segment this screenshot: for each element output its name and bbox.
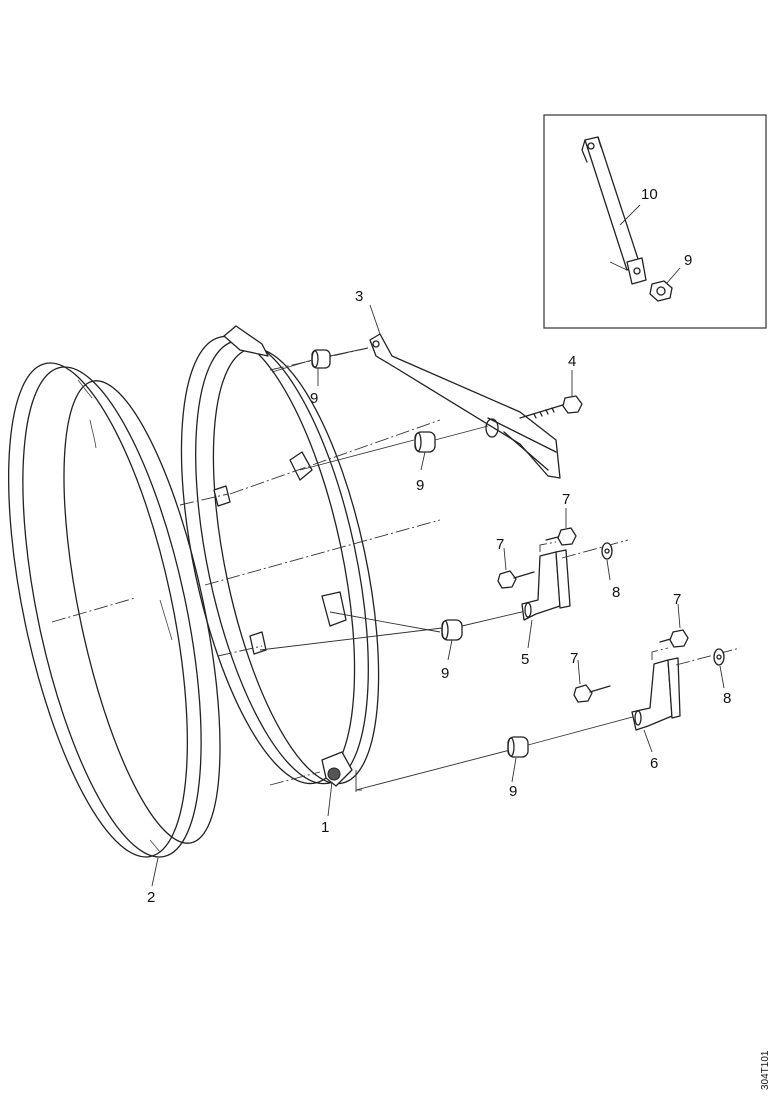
callout-3: 3 <box>355 288 363 305</box>
nut-part-8-a <box>561 539 629 560</box>
callout-9-b: 9 <box>416 477 424 494</box>
bracket-part-6 <box>631 647 681 731</box>
front-rim-ring-part-2 <box>7 362 221 858</box>
callout-8-a: 8 <box>612 584 620 601</box>
spacer-part-9-c <box>259 609 531 651</box>
callout-2: 2 <box>147 889 155 906</box>
spacer-part-9-d <box>355 715 637 791</box>
callout-7-a: 7 <box>562 491 570 508</box>
detail-inset: 10 9 <box>543 114 767 329</box>
callout-7-d: 7 <box>570 650 578 667</box>
bolt-part-4 <box>519 395 583 419</box>
callout-9-d: 9 <box>509 783 517 800</box>
callout-4: 4 <box>568 353 576 370</box>
reference-code: 304T101 <box>760 1050 771 1090</box>
bracket-part-5 <box>521 541 571 621</box>
callout-1: 1 <box>321 819 329 836</box>
callout-7-c: 7 <box>673 591 681 608</box>
callout-8-b: 8 <box>723 690 731 707</box>
callout-9-a: 9 <box>310 390 318 407</box>
screw-part-7-d <box>573 684 611 703</box>
inset-nut-part-9 <box>649 280 673 302</box>
callout-6: 6 <box>650 755 658 772</box>
callout-9-inset: 9 <box>684 252 692 269</box>
screw-part-7-a <box>545 527 577 546</box>
screw-part-7-c <box>659 629 689 648</box>
spacer-part-9-a <box>271 347 369 373</box>
callout-labels: 3 4 9 9 7 7 8 5 9 7 7 8 6 9 1 2 <box>147 288 731 906</box>
callout-10: 10 <box>641 186 658 203</box>
spacer-part-9-b <box>299 425 489 471</box>
callout-7-b: 7 <box>496 536 504 553</box>
support-brace-part-3 <box>369 333 561 479</box>
screw-part-7-b <box>497 570 535 589</box>
nut-part-8-b <box>675 647 741 666</box>
callout-9-c: 9 <box>441 665 449 682</box>
drum-ring-part-1 <box>180 325 380 787</box>
inset-brace-part-10 <box>581 136 647 285</box>
callout-leaders <box>151 304 725 887</box>
callout-5: 5 <box>521 651 529 668</box>
inset-frame <box>543 114 767 329</box>
